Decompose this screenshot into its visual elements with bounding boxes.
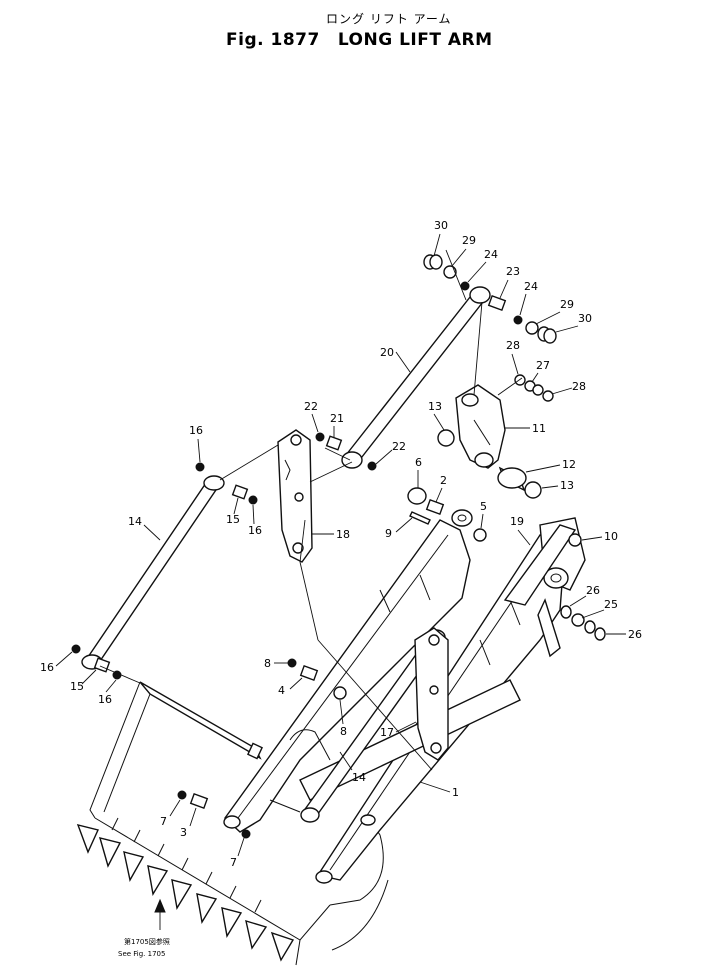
callout-23: 23 (506, 265, 520, 278)
reference-note-japanese: 第1705図参照 (124, 937, 170, 946)
callout-26-lower: 26 (628, 628, 642, 641)
callout-8-lower: 8 (340, 725, 347, 738)
figure-name: LONG LIFT ARM (337, 30, 493, 50)
leader-lines (99, 249, 523, 771)
callout-30-top-left: 30 (434, 219, 448, 232)
japanese-title: ロング リフト アーム (326, 12, 452, 26)
callout-3: 3 (180, 826, 187, 839)
callout-20: 20 (380, 346, 394, 359)
callout-27: 27 (536, 359, 550, 372)
figure-number: Fig. 1877 (226, 30, 320, 50)
callout-18: 18 (336, 528, 350, 541)
callout-29-top-left: 29 (462, 234, 476, 247)
callout-4: 4 (278, 684, 285, 697)
callout-1: 1 (452, 786, 459, 799)
callout-12: 12 (562, 458, 576, 471)
callout-11: 11 (532, 422, 546, 435)
callout-30-top-right: 30 (578, 312, 592, 325)
callout-16-lower-left: 16 (40, 661, 54, 674)
callout-8-upper: 8 (264, 657, 271, 670)
callout-15-upper: 15 (226, 513, 240, 526)
callout-2: 2 (440, 474, 447, 487)
callout-22-left: 22 (304, 400, 318, 413)
callout-28-upper: 28 (506, 339, 520, 352)
callout-13-lower: 13 (560, 479, 574, 492)
callout-19: 19 (510, 515, 524, 528)
reference-note-english: See Fig. 1705 (118, 950, 165, 958)
callout-5: 5 (480, 500, 487, 513)
callout-labels: 30 29 24 23 24 29 30 20 28 27 28 13 11 2… (40, 219, 642, 869)
bucket (76, 681, 389, 966)
figure-title: Fig. 1877 LONG LIFT ARM (226, 30, 493, 50)
bushing-12 (497, 466, 527, 492)
small-parts (71, 254, 606, 839)
callout-16-top: 16 (189, 424, 203, 437)
callout-22-right: 22 (392, 440, 406, 453)
reference-arrow: 第1705図参照 See Fig. 1705 (118, 898, 170, 958)
bucket-teeth (76, 817, 295, 962)
callout-10: 10 (604, 530, 618, 543)
figure-header: ロング リフト アーム Fig. 1877 LONG LIFT ARM (0, 10, 713, 54)
callout-17: 17 (380, 726, 394, 739)
link-rod-20 (341, 286, 491, 469)
callout-26-upper: 26 (586, 584, 600, 597)
link-rod-14-upper (81, 475, 225, 670)
bracket-18 (277, 429, 313, 563)
callout-7-upper: 7 (160, 815, 167, 828)
callout-14-upper: 14 (128, 515, 142, 528)
callout-13-upper: 13 (428, 400, 442, 413)
callout-9: 9 (385, 527, 392, 540)
callout-24-top-left: 24 (484, 248, 498, 261)
callout-16-upper-right: 16 (248, 524, 262, 537)
callout-14-lower: 14 (352, 771, 366, 784)
callout-6: 6 (415, 456, 422, 469)
bracket-17 (414, 627, 449, 761)
callout-24-top-right: 24 (524, 280, 538, 293)
callout-25: 25 (604, 598, 618, 611)
callout-7-lower: 7 (230, 856, 237, 869)
callout-15-lower: 15 (70, 680, 84, 693)
callout-16-lower-right: 16 (98, 693, 112, 706)
callout-21: 21 (330, 412, 344, 425)
callout-29-top-right: 29 (560, 298, 574, 311)
callout-28-lower: 28 (572, 380, 586, 393)
lever-11 (455, 384, 506, 469)
